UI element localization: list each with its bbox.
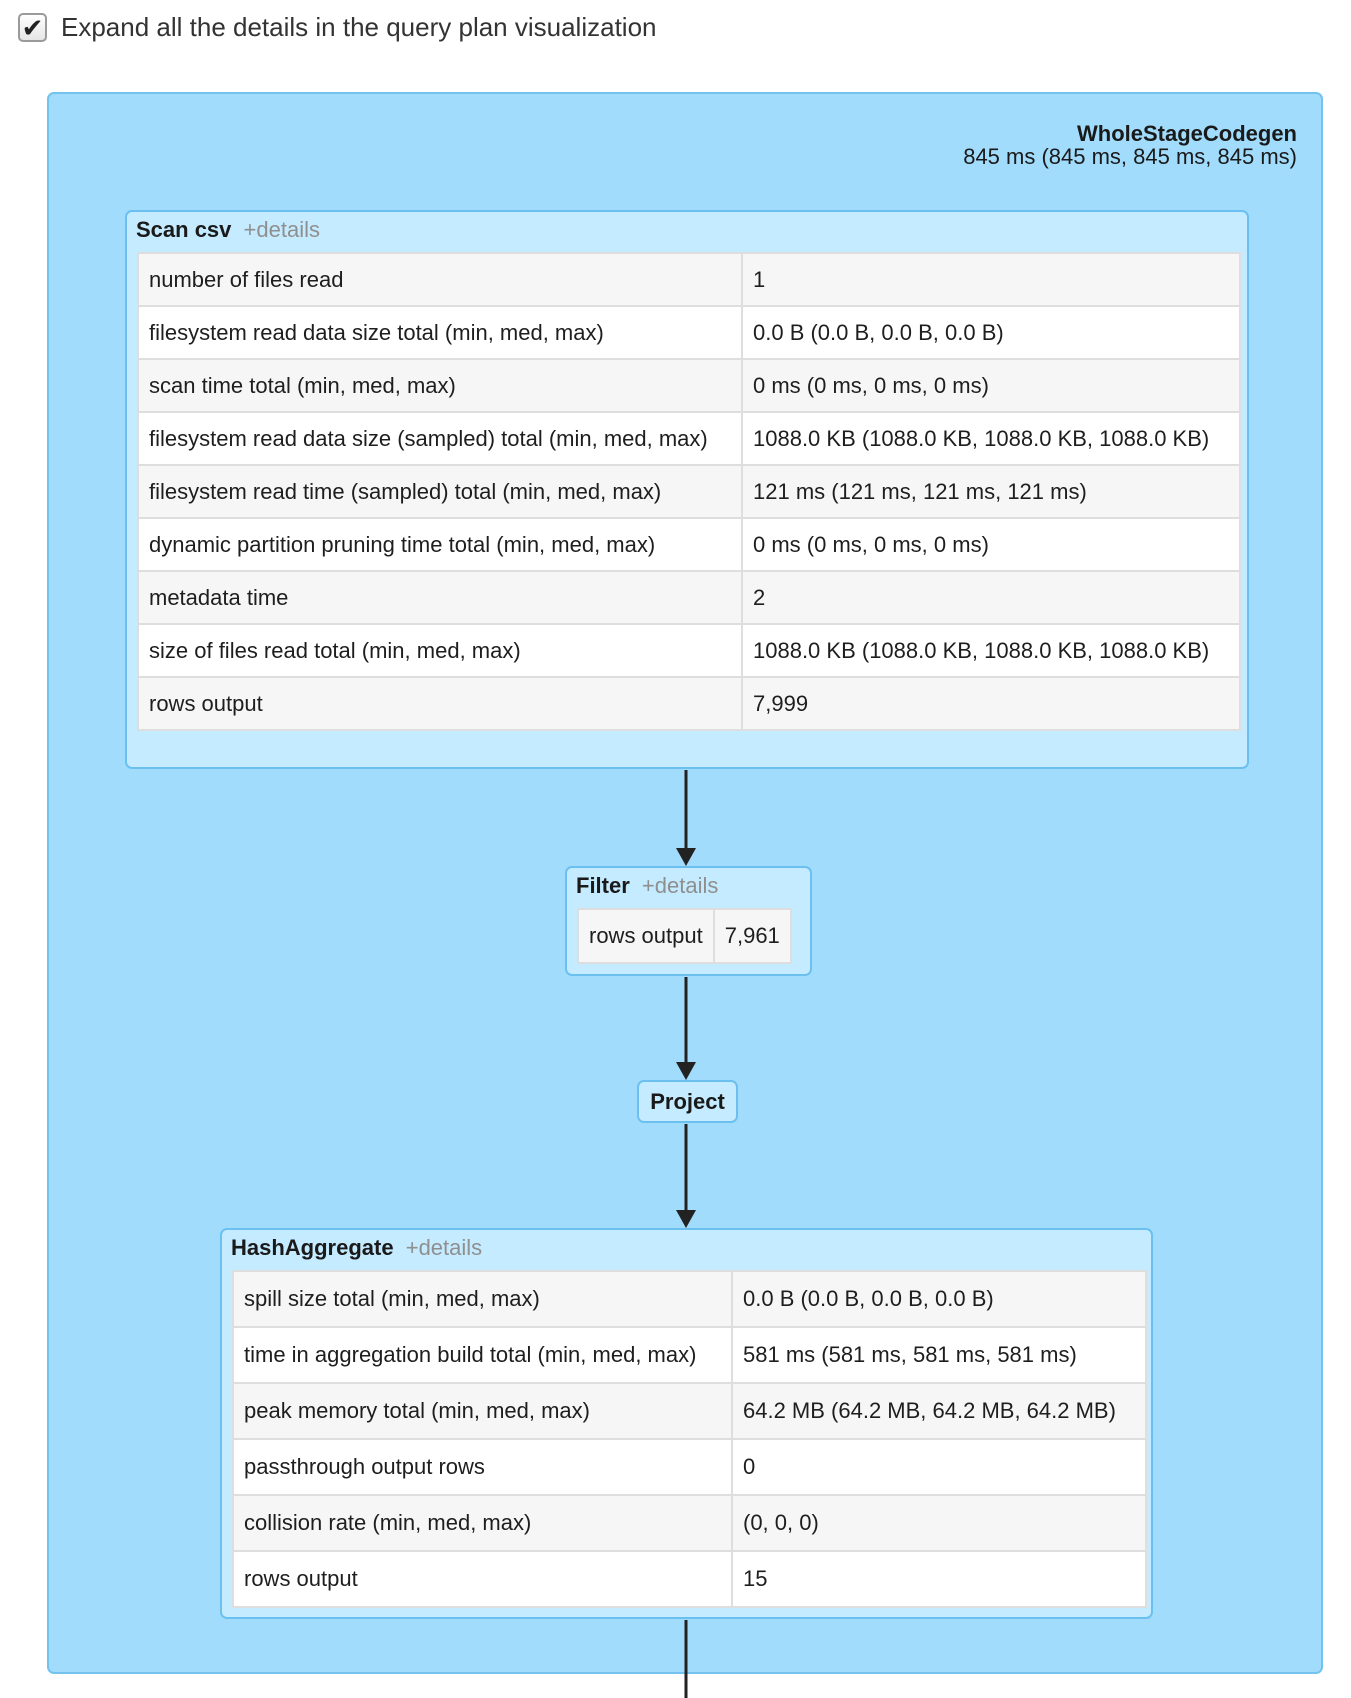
metric-value: 1088.0 KB (1088.0 KB, 1088.0 KB, 1088.0 … <box>741 623 1241 678</box>
metric-value: 7,961 <box>712 908 792 964</box>
cluster-header: WholeStageCodegen 845 ms (845 ms, 845 ms… <box>963 122 1297 168</box>
checkmark-icon: ✔ <box>21 12 44 43</box>
metric-name: number of files read <box>137 252 743 307</box>
table-row: filesystem read data size (sampled) tota… <box>137 411 1241 466</box>
edge-project-to-hash-arrowhead <box>676 1210 696 1228</box>
node-name: Scan csv <box>136 217 232 242</box>
metric-value: 7,999 <box>741 676 1241 731</box>
metric-value: 581 ms (581 ms, 581 ms, 581 ms) <box>731 1326 1147 1384</box>
metric-value: 0.0 B (0.0 B, 0.0 B, 0.0 B) <box>741 305 1241 360</box>
metric-name: rows output <box>137 676 743 731</box>
metric-name: filesystem read time (sampled) total (mi… <box>137 464 743 519</box>
metric-value: 15 <box>731 1550 1147 1608</box>
metric-name: peak memory total (min, med, max) <box>232 1382 733 1440</box>
table-row: collision rate (min, med, max)(0, 0, 0) <box>232 1494 1147 1552</box>
node-header: Filter +details <box>567 868 810 904</box>
cluster-name: WholeStageCodegen <box>1076 121 1297 146</box>
table-row: scan time total (min, med, max)0 ms (0 m… <box>137 358 1241 413</box>
metric-value: 0 ms (0 ms, 0 ms, 0 ms) <box>741 517 1241 572</box>
node-name: HashAggregate <box>231 1235 394 1260</box>
table-row: spill size total (min, med, max)0.0 B (0… <box>232 1270 1147 1328</box>
metric-name: rows output <box>232 1550 733 1608</box>
details-link[interactable]: +details <box>405 1235 483 1260</box>
metric-name: scan time total (min, med, max) <box>137 358 743 413</box>
metrics-table: spill size total (min, med, max)0.0 B (0… <box>232 1270 1147 1608</box>
node-header: HashAggregate +details <box>222 1230 1151 1266</box>
metric-value: 64.2 MB (64.2 MB, 64.2 MB, 64.2 MB) <box>731 1382 1147 1440</box>
details-link[interactable]: +details <box>641 873 719 898</box>
edge-scan-to-filter-arrowhead <box>676 848 696 866</box>
metric-value: 1088.0 KB (1088.0 KB, 1088.0 KB, 1088.0 … <box>741 411 1241 466</box>
table-row: peak memory total (min, med, max)64.2 MB… <box>232 1382 1147 1440</box>
metric-name: passthrough output rows <box>232 1438 733 1496</box>
expand-details-label[interactable]: Expand all the details in the query plan… <box>61 12 657 42</box>
table-row: dynamic partition pruning time total (mi… <box>137 517 1241 572</box>
metric-name: dynamic partition pruning time total (mi… <box>137 517 743 572</box>
metric-name: collision rate (min, med, max) <box>232 1494 733 1552</box>
metric-value: (0, 0, 0) <box>731 1494 1147 1552</box>
metric-name: filesystem read data size total (min, me… <box>137 305 743 360</box>
table-row: size of files read total (min, med, max)… <box>137 623 1241 678</box>
table-row: filesystem read data size total (min, me… <box>137 305 1241 360</box>
node-hash-aggregate[interactable]: HashAggregate +details spill size total … <box>220 1228 1153 1619</box>
table-row: filesystem read time (sampled) total (mi… <box>137 464 1241 519</box>
metric-name: rows output <box>577 908 715 964</box>
metric-value: 1 <box>741 252 1241 307</box>
metric-name: time in aggregation build total (min, me… <box>232 1326 733 1384</box>
metric-value: 0.0 B (0.0 B, 0.0 B, 0.0 B) <box>731 1270 1147 1328</box>
table-row: time in aggregation build total (min, me… <box>232 1326 1147 1384</box>
metric-name: size of files read total (min, med, max) <box>137 623 743 678</box>
metric-value: 121 ms (121 ms, 121 ms, 121 ms) <box>741 464 1241 519</box>
metric-value: 0 ms (0 ms, 0 ms, 0 ms) <box>741 358 1241 413</box>
metric-name: filesystem read data size (sampled) tota… <box>137 411 743 466</box>
cluster-timing: 845 ms (845 ms, 845 ms, 845 ms) <box>963 144 1297 169</box>
metric-name: metadata time <box>137 570 743 625</box>
node-name: Filter <box>576 873 630 898</box>
node-project[interactable]: Project <box>637 1080 738 1123</box>
metric-value: 0 <box>731 1438 1147 1496</box>
node-header: Scan csv +details <box>127 212 1247 248</box>
metric-name: spill size total (min, med, max) <box>232 1270 733 1328</box>
edge-filter-to-project-arrowhead <box>676 1062 696 1080</box>
expand-details-checkbox[interactable]: ✔ <box>18 13 47 42</box>
details-link[interactable]: +details <box>243 217 320 242</box>
node-name: Project <box>650 1088 725 1114</box>
expand-details-toggle[interactable]: ✔ Expand all the details in the query pl… <box>18 12 657 43</box>
metric-value: 2 <box>741 570 1241 625</box>
